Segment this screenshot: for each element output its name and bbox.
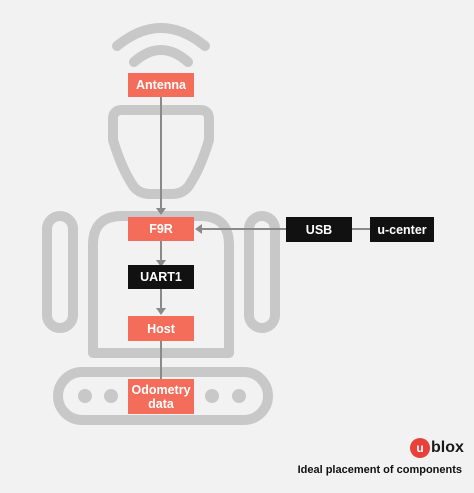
antenna-node: Antenna <box>128 73 194 97</box>
arrow-head <box>156 308 166 315</box>
ublox-logo-text: blox <box>431 439 464 456</box>
robot-arm-right <box>244 211 280 333</box>
ublox-logo: u blox <box>410 438 464 458</box>
track-wheel <box>104 389 118 403</box>
u-center-node: u-center <box>370 217 434 242</box>
robot-head <box>108 105 214 199</box>
robot-track <box>53 367 273 425</box>
uart1-node: UART1 <box>128 265 194 289</box>
robot-arm-left <box>42 211 78 333</box>
odometry-node: Odometry data <box>128 379 194 414</box>
f9r-node: F9R <box>128 217 194 241</box>
track-wheel <box>78 389 92 403</box>
arrow-head <box>156 208 166 215</box>
wifi-arc-outer <box>112 23 210 51</box>
track-wheel <box>205 389 219 403</box>
host-node: Host <box>128 316 194 341</box>
robot-body <box>88 211 234 358</box>
ublox-logo-mark: u <box>410 438 430 458</box>
track-wheel <box>232 389 246 403</box>
wifi-arc-inner <box>129 45 193 67</box>
usb-node: USB <box>286 217 352 242</box>
diagram-caption: Ideal placement of components <box>297 464 462 476</box>
arrow-head <box>156 260 166 267</box>
arrow-head <box>195 224 202 234</box>
